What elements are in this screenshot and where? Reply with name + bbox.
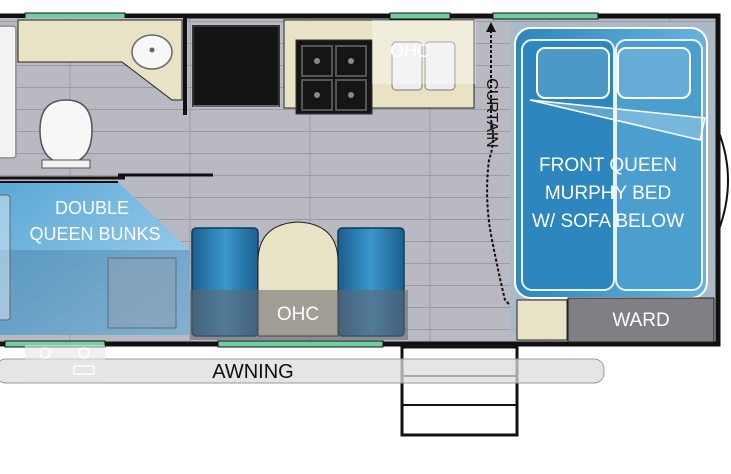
window-top-2 — [389, 12, 451, 20]
pillow-left — [536, 47, 610, 99]
stove-burners — [314, 58, 354, 98]
kitchen-sink-left — [391, 41, 423, 91]
front-nose-cap — [717, 129, 729, 233]
bed-label-line1: FRONT QUEEN — [539, 155, 677, 176]
utility-icon-3 — [73, 365, 95, 375]
kitchen-sink-right — [424, 41, 456, 91]
awning-label: AWNING — [212, 361, 293, 383]
kitchen-ohc-label: OHC — [390, 41, 430, 61]
bed-fold-line — [529, 99, 706, 141]
window-bottom-2 — [217, 340, 384, 348]
toilet-tank — [41, 159, 91, 169]
pillow-right — [617, 47, 691, 99]
dinette-overhead-cabinet — [190, 290, 408, 340]
utility-icon-1 — [39, 347, 51, 359]
tv — [192, 25, 280, 107]
curtain-line — [486, 30, 541, 337]
curtain-label: CURTAIN — [483, 78, 500, 148]
bunk-ladder — [0, 194, 11, 321]
bed-label-line3: W/ SOFA BELOW — [532, 211, 684, 232]
utility-icon-2 — [78, 347, 90, 359]
wardrobe — [567, 297, 715, 343]
sofa-cushion-left — [521, 39, 615, 291]
bed-label-line2: MURPHY BED — [545, 183, 671, 204]
bunks-label-line2: QUEEN BUNKS — [29, 224, 160, 244]
kitchen-overhead-cabinet — [372, 20, 476, 84]
bunks-label-line1: DOUBLE — [55, 198, 129, 218]
toilet — [39, 99, 93, 165]
sofa-cushion-right — [615, 39, 703, 291]
dinette-ohc-label: OHC — [277, 304, 319, 325]
shower — [0, 25, 17, 159]
ward-label: WARD — [612, 310, 669, 331]
curtain-arrow-up-icon — [486, 22, 496, 32]
sink-drain — [149, 47, 155, 53]
bunk-storage — [107, 257, 177, 329]
nightstand — [516, 299, 568, 341]
window-top-3 — [492, 12, 599, 20]
stove-grates — [301, 45, 367, 111]
outside-utility-panel — [25, 345, 105, 377]
awning — [0, 358, 605, 384]
